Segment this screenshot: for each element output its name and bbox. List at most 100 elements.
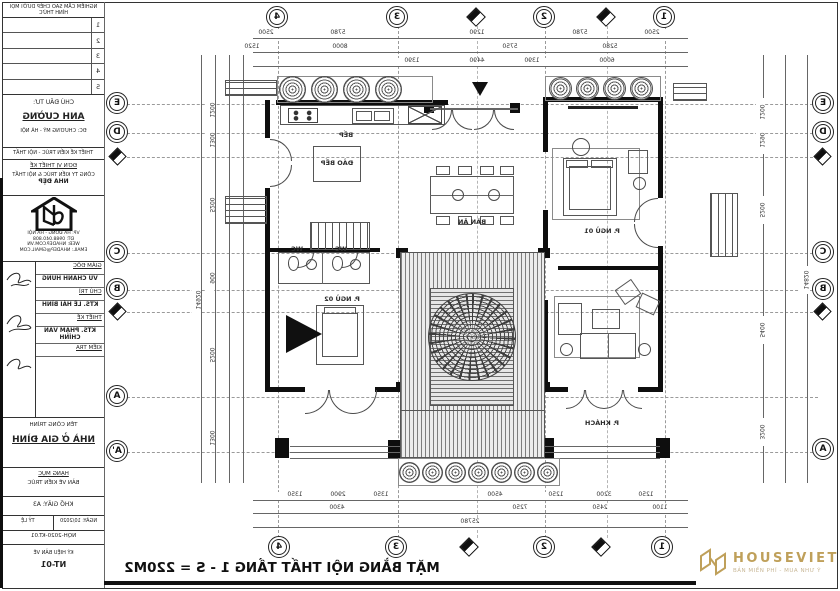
dim-line — [253, 513, 688, 514]
dim-label: 2500 — [635, 29, 669, 38]
dim-line — [229, 55, 230, 483]
room-label-wc2: WC — [335, 245, 347, 253]
grid-axis-1-bottom: 1 — [651, 536, 673, 558]
kitchen-sink-bowl — [356, 111, 372, 121]
scale-cell: TỶ LỆ — [3, 516, 54, 530]
dim-label: 900 — [206, 264, 215, 292]
entry-arrow — [472, 82, 488, 96]
tree — [343, 76, 370, 103]
planter-top-right — [545, 76, 661, 101]
tree — [491, 462, 512, 483]
kitchen-sink-bowl — [374, 111, 390, 121]
wall-interior-wc — [265, 248, 380, 252]
bed1-mattress — [569, 166, 611, 210]
grid-subaxis-left — [108, 147, 127, 166]
paper-section: KHỔ GIẤY: A3 — [3, 497, 104, 516]
dining-chair — [436, 166, 450, 175]
ext-steps-top-right — [673, 83, 707, 101]
code-row: NQH-2020-KT.01 — [3, 531, 104, 545]
wall-right-2 — [658, 246, 663, 390]
dim-line — [215, 55, 216, 483]
dim-label: 1200 — [756, 98, 765, 126]
revision-row: 2 — [3, 33, 104, 49]
dim-line — [763, 55, 764, 483]
grid-axis-B-right: B — [812, 278, 834, 300]
wc-divider — [322, 252, 323, 284]
rug-living — [554, 296, 640, 358]
sig-name: VŨ CHÁNH HÙNG — [36, 275, 104, 288]
dim-label: 5200 — [206, 341, 215, 369]
grid-subaxis-bottom — [459, 537, 479, 557]
slider-bed1 — [568, 106, 638, 109]
tree — [468, 462, 489, 483]
room-label-wc1: WC — [291, 245, 303, 253]
room-label-living: P. KHÁCH — [584, 419, 620, 427]
sheet-edge-strip — [0, 178, 3, 588]
grid-subaxis-right — [813, 147, 832, 166]
copyright-notice: NGHIÊM CẤM SAO CHÉP DƯỚI MỌI HÌNH THỨC — [3, 3, 104, 18]
revision-row: 5 — [3, 79, 104, 94]
planter-deck — [400, 410, 545, 458]
dim-label: 1100 — [643, 504, 677, 513]
wall-right-1 — [658, 97, 663, 198]
grid-axis-3-top: 3 — [386, 6, 408, 28]
dining-chair — [500, 216, 514, 225]
dim-label: 5780 — [321, 29, 355, 38]
dim-label: 1300 — [206, 126, 215, 154]
ext-steps-right — [710, 193, 738, 257]
grid-axis-E-left: E — [106, 92, 128, 114]
door-leaf-left-entry — [270, 165, 292, 187]
ext-steps-top-left — [225, 80, 277, 96]
grid-subaxis-bottom — [591, 537, 611, 557]
dim-label: 4490 — [460, 57, 494, 66]
wall-mid-vert-2 — [543, 210, 548, 252]
dim-line — [253, 38, 688, 39]
project-section: TÊN CÔNG TRÌNH NHÀ Ở GIA ĐÌNH — [3, 418, 104, 468]
wall-bottom-left-a — [265, 387, 305, 392]
door-leaf — [432, 110, 452, 130]
floor-lamp — [572, 138, 590, 156]
dining-chair — [458, 216, 472, 225]
porch-pier — [656, 438, 670, 458]
room-label-kitchen: BẾP — [338, 131, 354, 139]
wall-bottom-right-a — [543, 387, 568, 392]
design-firm-section: ĐƠN VỊ THIẾT KẾ CÔNG TY KIẾN TRÚC & NỘI … — [3, 160, 104, 196]
dim-line — [785, 55, 786, 483]
stove — [288, 108, 318, 123]
table-decor — [452, 189, 464, 201]
room-label-dining: BÀN ĂN — [457, 218, 487, 226]
desk-chair — [633, 177, 646, 190]
dining-chair — [480, 166, 494, 175]
courtyard-tree — [428, 293, 516, 381]
dim-label: 5200 — [206, 191, 215, 219]
desk-bed1 — [628, 150, 648, 174]
door-lintel — [430, 108, 518, 110]
bed2-mattress — [322, 313, 358, 357]
grid-axis-A-left: A — [106, 385, 128, 407]
tree — [603, 77, 626, 100]
sofa-chaise — [558, 303, 582, 335]
dim-line — [201, 55, 202, 483]
grid-axis-E-right: E — [812, 92, 834, 114]
tree — [375, 76, 402, 103]
door-leaf — [452, 110, 472, 130]
wall-left-1 — [265, 100, 270, 138]
dim-label: 2500 — [249, 29, 283, 38]
dim-label: 1520 — [235, 43, 269, 52]
grid-axis-D-right: D — [812, 121, 834, 143]
grid-line-col2 — [545, 26, 546, 538]
dim-label-total: 14820 — [800, 266, 809, 294]
wall-bottom-left-b — [375, 387, 403, 392]
grid-line-rowD — [112, 133, 818, 134]
logo-section: VP: HÀ ĐÔNG - HÀ NỘI ĐT: 0988.040.808 WE… — [3, 196, 104, 262]
revision-row: 3 — [3, 48, 104, 65]
signature-table: GIÁM ĐỐC VŨ CHÁNH HÙNG CHỦ TRÌ KTS. LÊ H… — [3, 262, 104, 418]
kitchen-sink — [352, 108, 394, 124]
porch-pier — [388, 440, 400, 458]
bed1-pillow — [566, 160, 588, 168]
grid-subaxis-top — [466, 7, 486, 27]
door-leaf-bed2 — [329, 390, 353, 414]
dim-label: 2450 — [583, 504, 617, 513]
dim-label: 5200 — [756, 196, 765, 224]
